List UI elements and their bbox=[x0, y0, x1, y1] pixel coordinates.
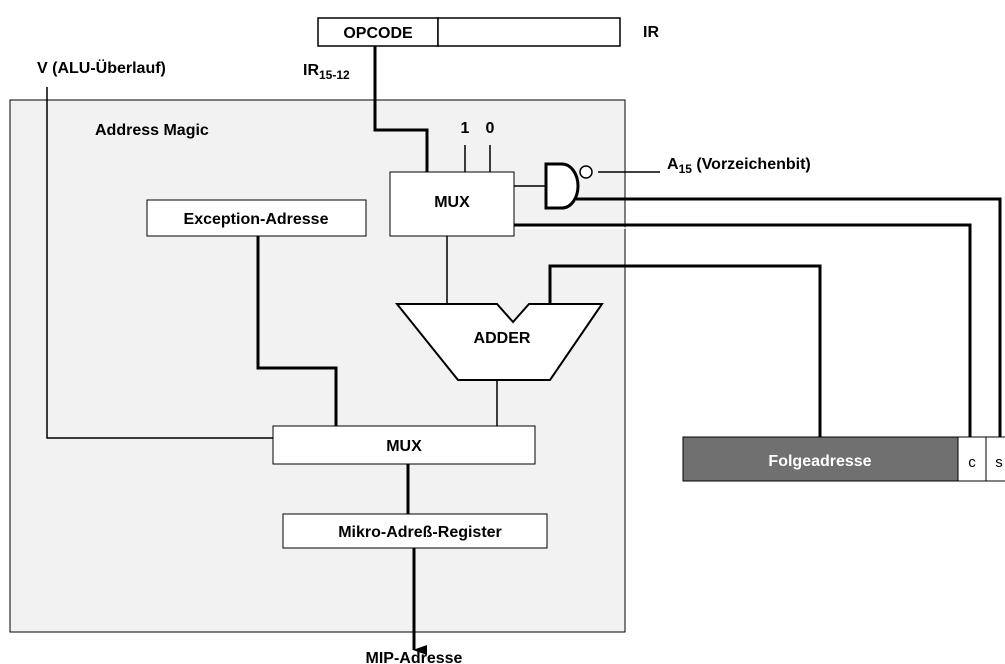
s-bit-field bbox=[985, 436, 1005, 482]
mux-input-1-label: 1 bbox=[461, 120, 470, 137]
mux-top-label: MUX bbox=[434, 194, 470, 211]
ir-bits-label: IR15-12 bbox=[303, 62, 350, 82]
micro-address-register bbox=[282, 513, 548, 549]
wires bbox=[46, 46, 1002, 655]
adder bbox=[394, 303, 604, 381]
wire-s-to-gate bbox=[576, 197, 1002, 437]
and-gate bbox=[544, 162, 580, 210]
ir-register-rest bbox=[437, 17, 621, 47]
output-label: MIP-Adresse bbox=[366, 650, 463, 664]
c-bit-label: c bbox=[968, 454, 976, 471]
inverter-bubble bbox=[579, 165, 593, 179]
next-address-label: Folgeadresse bbox=[768, 453, 871, 470]
mux-bottom-label: MUX bbox=[386, 438, 422, 455]
wire-overflow-to-mux bbox=[46, 87, 273, 439]
adder-label: ADDER bbox=[474, 330, 531, 347]
micro-address-register-label: Mikro-Adreß-Register bbox=[338, 524, 502, 541]
mux-input-0-label: 0 bbox=[486, 120, 495, 137]
wire-c-to-mux-inner bbox=[514, 227, 968, 437]
exception-address-label: Exception-Adresse bbox=[184, 211, 329, 228]
wire-c-to-mux bbox=[514, 223, 972, 437]
ir-label: IR bbox=[643, 24, 659, 41]
wire-next-address-to-adder bbox=[548, 264, 822, 437]
mux-bottom bbox=[272, 425, 536, 465]
opcode-label: OPCODE bbox=[343, 25, 413, 42]
s-bit-label: s bbox=[995, 454, 1003, 471]
wire-exception-to-mux bbox=[256, 236, 338, 426]
exception-address-box bbox=[146, 199, 367, 237]
c-bit-field bbox=[957, 436, 987, 482]
address-magic-label: Address Magic bbox=[95, 122, 209, 139]
mux-top bbox=[389, 171, 515, 237]
overflow-label: V (ALU-Überlauf) bbox=[37, 58, 166, 77]
sign-bit-label: A15 (Vorzeichenbit) bbox=[667, 156, 811, 176]
wire-opcode-to-mux bbox=[373, 46, 429, 172]
next-address-field bbox=[682, 436, 959, 482]
opcode-field bbox=[317, 17, 439, 47]
